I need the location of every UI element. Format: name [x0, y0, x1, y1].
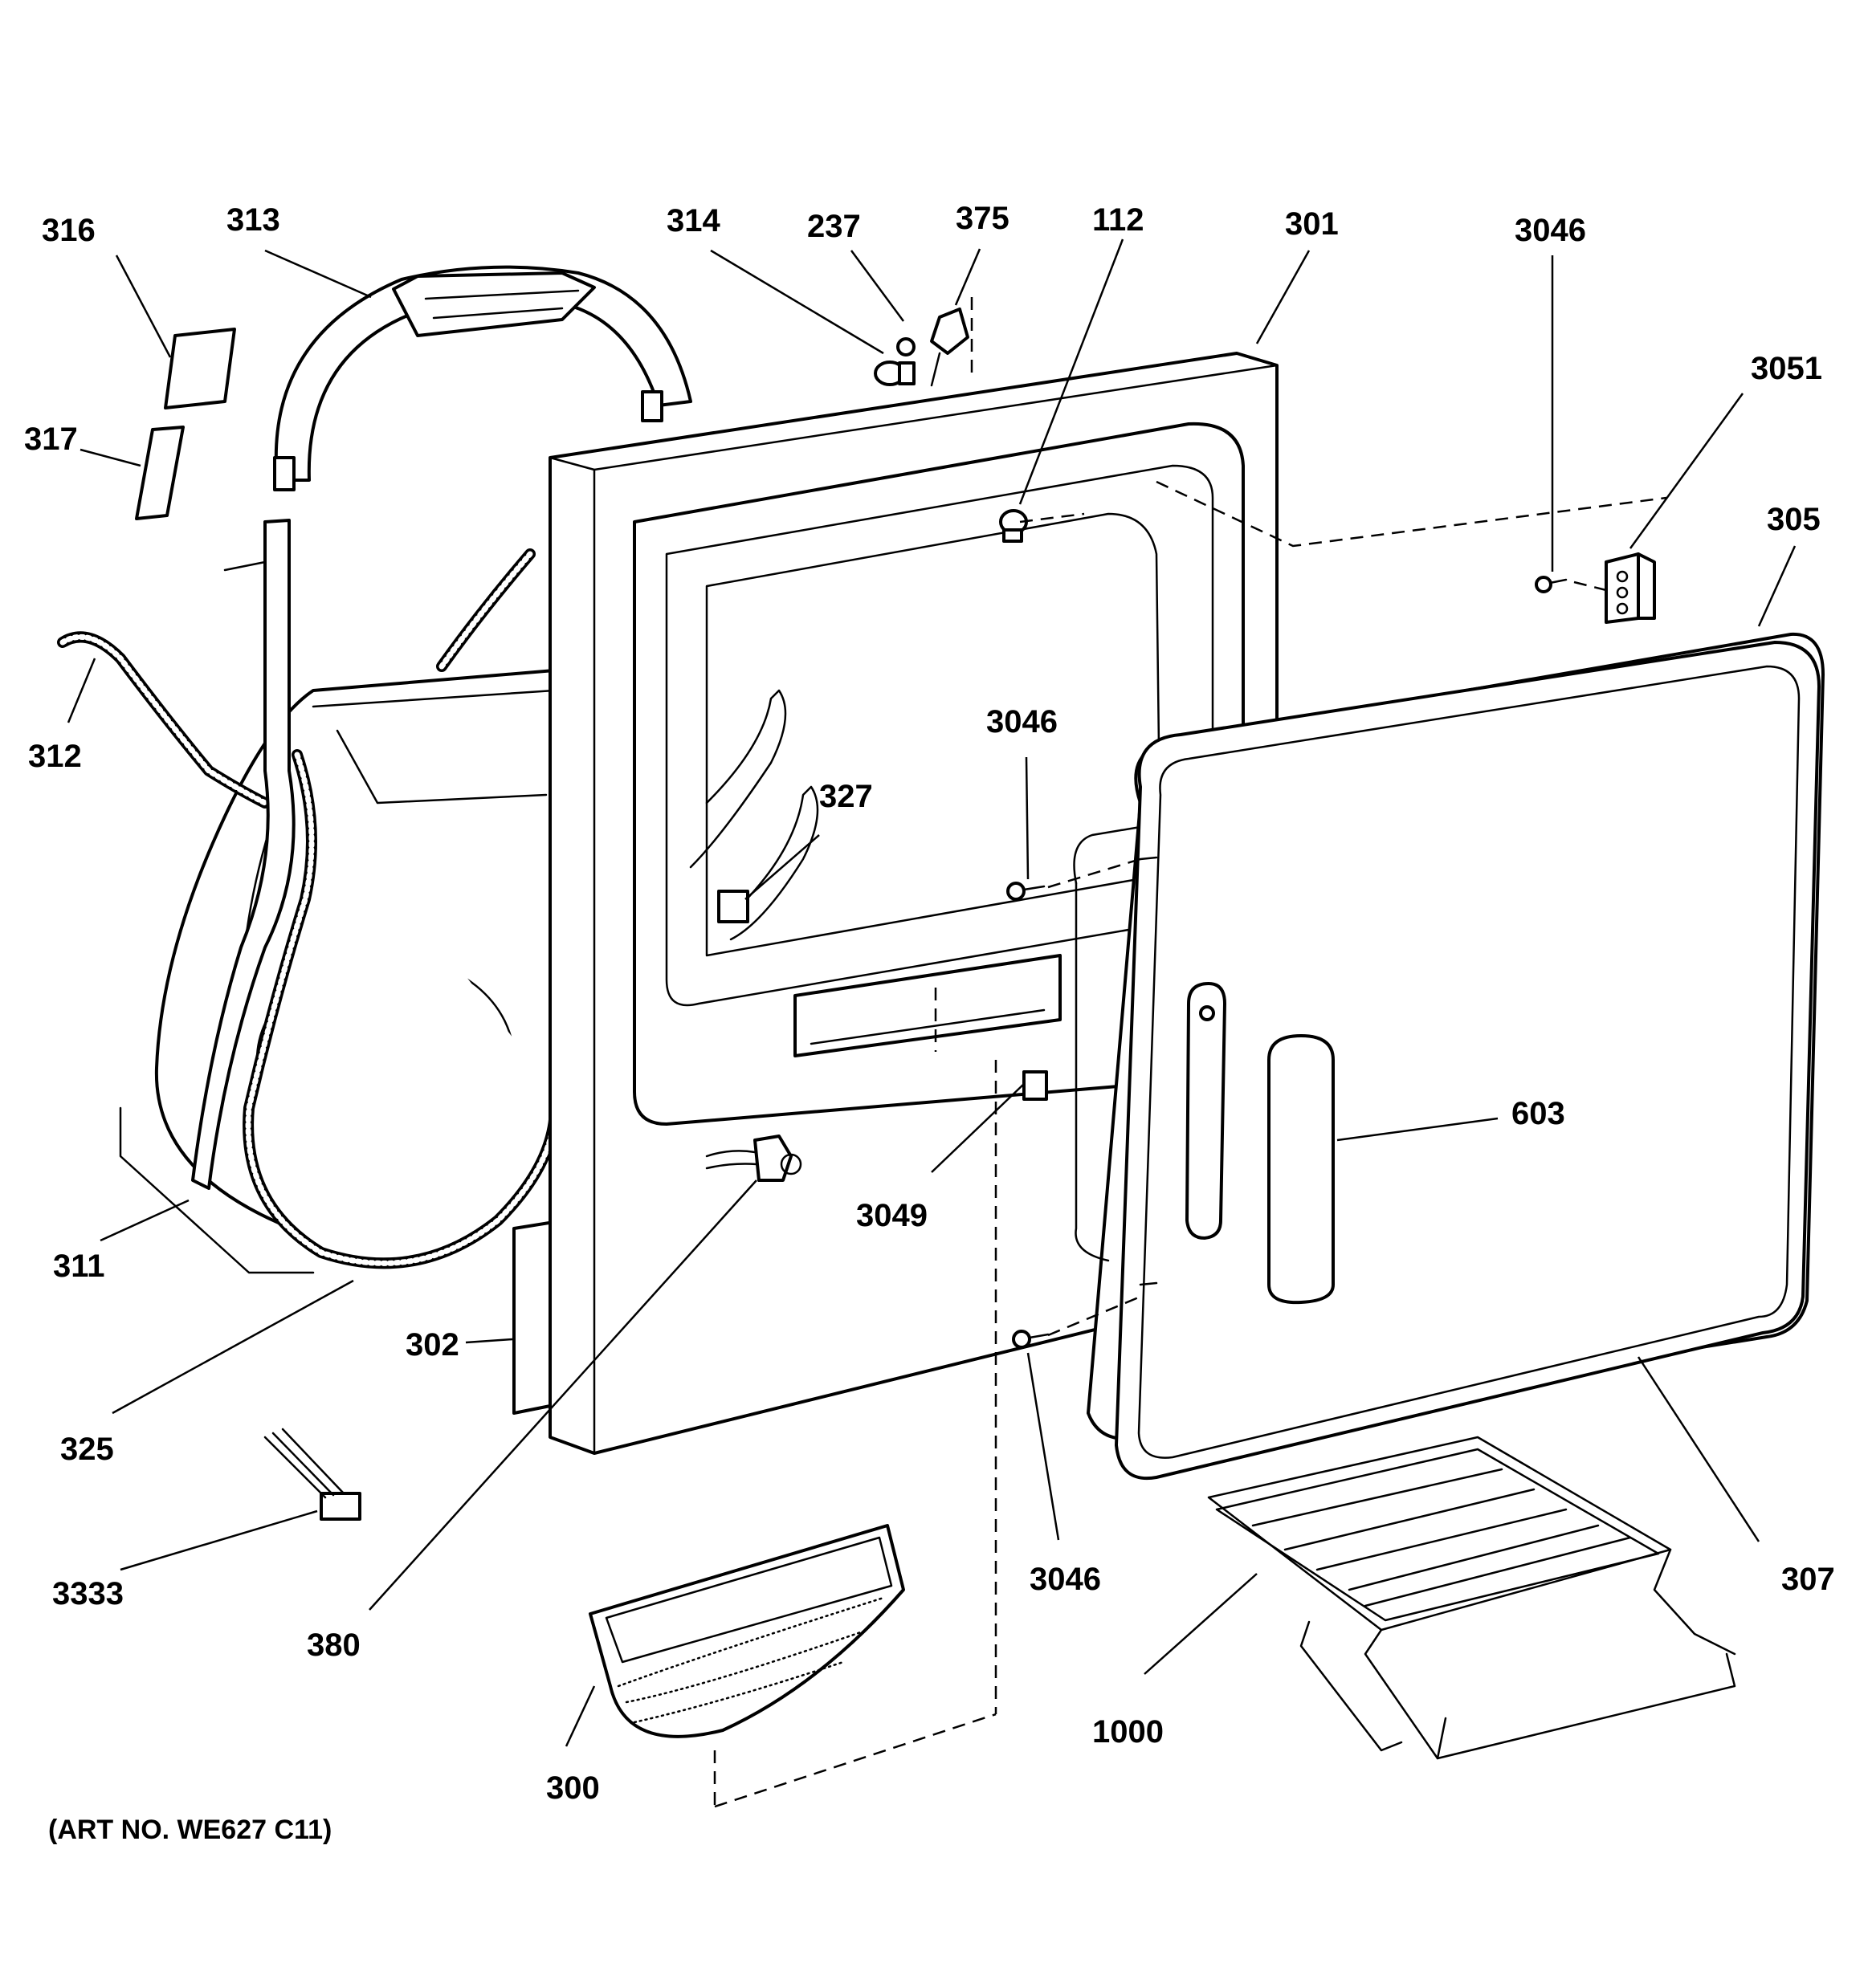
- callout-311: 311: [53, 1249, 105, 1284]
- callout-307: 307: [1781, 1562, 1835, 1597]
- part-314-lamp: [874, 361, 916, 386]
- callout-314: 314: [667, 203, 720, 238]
- callout-301: 301: [1285, 206, 1339, 242]
- callout-313: 313: [226, 202, 280, 238]
- callout-3051: 3051: [1751, 351, 1822, 386]
- callout-3049: 3049: [856, 1198, 928, 1233]
- callout-312: 312: [28, 739, 82, 774]
- part-3333-harness: [263, 1428, 361, 1521]
- assembly-guide-lines: [713, 297, 1667, 1808]
- leader-lines: [67, 238, 1797, 1747]
- callout-237: 237: [807, 209, 861, 244]
- callout-603: 603: [1511, 1096, 1565, 1131]
- part-316-strip: [164, 328, 236, 409]
- part-317-strip: [135, 426, 185, 520]
- part-237-socket: [896, 337, 916, 356]
- callout-327: 327: [819, 779, 873, 814]
- callout-labels: 316 313 314 237 375 112 301 3046 3051 30…: [24, 201, 1835, 1845]
- part-325-seal: [243, 548, 561, 1269]
- callout-380: 380: [307, 1627, 361, 1663]
- part-300-lint-filter: [589, 1524, 905, 1738]
- part-327-clip: [717, 890, 749, 923]
- callout-3046-mid: 3046: [986, 704, 1058, 739]
- part-313-bulkhead-ring: [273, 265, 692, 491]
- part-1000-rack: [1207, 1436, 1736, 1760]
- callout-325: 325: [60, 1432, 114, 1467]
- callout-1000: 1000: [1092, 1714, 1164, 1750]
- part-3046-screw-top: [1535, 576, 1568, 593]
- part-305-door-outer: [1115, 641, 1821, 1481]
- part-3051-hinge: [1605, 552, 1656, 624]
- part-3046-screw-mid: [1006, 882, 1046, 901]
- callout-300: 300: [546, 1770, 600, 1806]
- callout-3046-top: 3046: [1515, 213, 1586, 248]
- callout-375: 375: [956, 201, 1009, 236]
- part-312-seal: [57, 631, 271, 809]
- part-3046-screw-bot: [1012, 1330, 1050, 1349]
- part-301-front-panel: [549, 352, 1279, 1455]
- callout-3333: 3333: [52, 1576, 124, 1611]
- part-375-holder: [930, 308, 969, 387]
- part-380-switch: [705, 1135, 802, 1182]
- part-311-flange: [191, 519, 296, 1190]
- art-number: (ART NO. WE627 C11): [48, 1815, 332, 1845]
- part-3049-clip: [1022, 1070, 1048, 1101]
- callout-317: 317: [24, 422, 78, 457]
- callout-3046-bot: 3046: [1030, 1562, 1101, 1597]
- callout-316: 316: [42, 213, 96, 248]
- callout-112: 112: [1092, 202, 1144, 238]
- part-302-plate: [512, 1220, 556, 1415]
- callout-305: 305: [1767, 502, 1821, 537]
- part-112-bumper: [999, 509, 1028, 543]
- callout-302: 302: [406, 1327, 459, 1363]
